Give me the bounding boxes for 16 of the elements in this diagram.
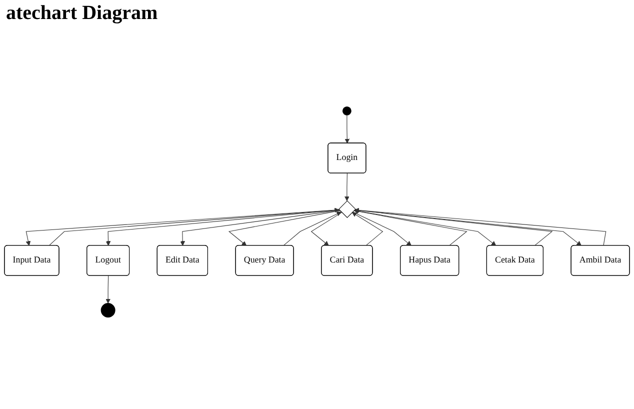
arrow	[352, 212, 384, 246]
node-circle	[342, 106, 352, 116]
arrow	[228, 210, 340, 246]
arrow	[180, 210, 340, 246]
arrow	[106, 275, 111, 304]
arrow	[344, 173, 350, 202]
arrow	[344, 114, 350, 144]
arrow	[354, 208, 553, 246]
arrow	[283, 212, 342, 246]
node-circle	[100, 303, 116, 318]
arrow	[352, 212, 412, 246]
arrow	[354, 208, 468, 246]
arrow	[310, 212, 342, 246]
node-diamond	[338, 200, 356, 218]
diagram-title: atechart Diagram	[6, 2, 159, 25]
arrow	[106, 210, 340, 246]
